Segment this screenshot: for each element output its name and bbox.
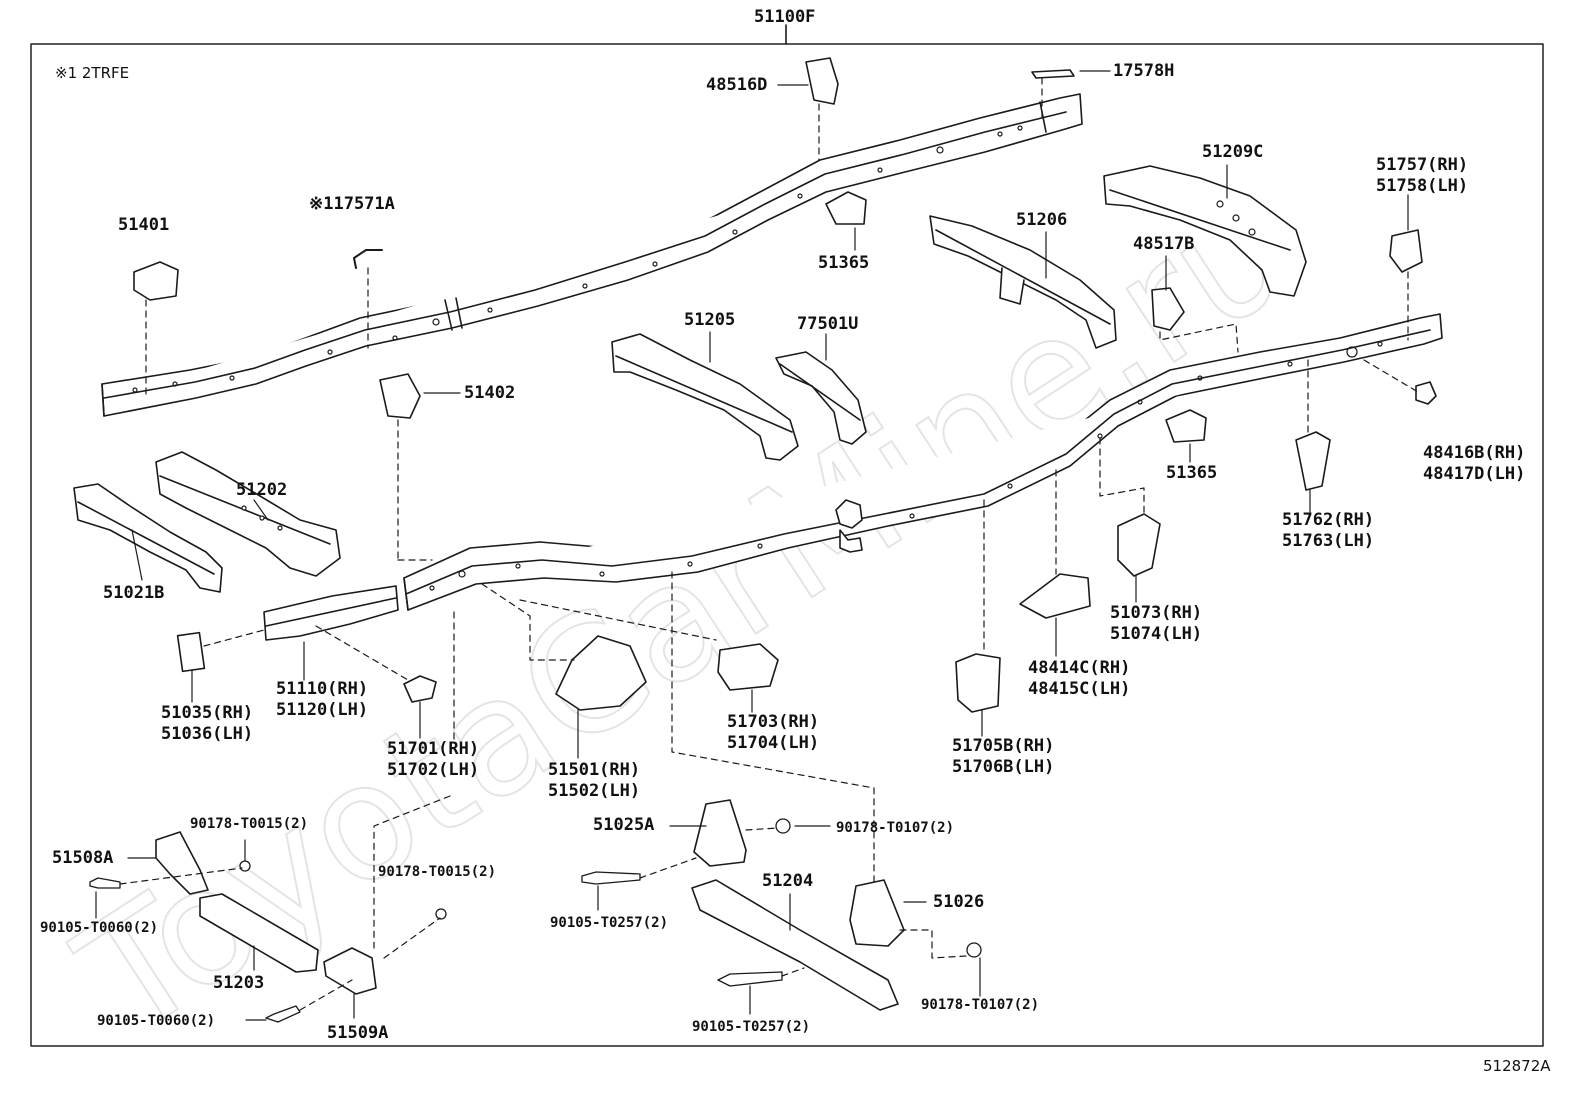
callout-51120[interactable]: 51120(LH) — [276, 700, 369, 720]
callout-51205[interactable]: 51205 — [684, 310, 736, 330]
part-51202 — [155, 451, 341, 577]
callout-51509A[interactable]: 51509A — [327, 1023, 389, 1043]
callout-51035[interactable]: 51035(RH) — [161, 703, 254, 723]
fasteners — [89, 818, 982, 1023]
callout-51203[interactable]: 51203 — [213, 973, 265, 993]
callout-51401[interactable]: 51401 — [118, 215, 170, 235]
callout-48414C[interactable]: 48414C(RH) — [1028, 658, 1131, 678]
callout-90105-T0257-lower[interactable]: 90105-T0257(2) — [692, 1019, 811, 1035]
part-51209C — [1103, 165, 1307, 297]
part-48516D — [805, 57, 839, 105]
leader-lines — [95, 70, 1409, 1021]
part-51402 — [379, 373, 421, 419]
callout-90105-T0060-upper[interactable]: 90105-T0060(2) — [40, 920, 159, 936]
callout-51073[interactable]: 51073(RH) — [1110, 603, 1203, 623]
part-51701 — [403, 675, 437, 703]
callout-51757[interactable]: 51757(RH) — [1376, 155, 1469, 175]
part-51205 — [611, 333, 799, 461]
callout-51365-lower[interactable]: 51365 — [1166, 463, 1218, 483]
callout-90178-T0107-upper[interactable]: 90178-T0107(2) — [836, 820, 955, 836]
callout-51365-upper[interactable]: 51365 — [818, 253, 870, 273]
note-engine-variant: ※1 2TRFE — [55, 64, 130, 82]
callout-51701[interactable]: 51701(RH) — [387, 739, 480, 759]
callout-90178-T0015-lower[interactable]: 90178-T0015(2) — [378, 864, 497, 880]
callout-51702[interactable]: 51702(LH) — [387, 760, 480, 780]
part-51703 — [717, 643, 779, 691]
part-51025A — [693, 799, 747, 867]
callout-48517B[interactable]: 48517B — [1133, 234, 1195, 254]
part-51365-lower — [1165, 409, 1207, 443]
callout-51762[interactable]: 51762(RH) — [1282, 510, 1375, 530]
part-51757 — [1389, 229, 1423, 273]
callout-51402[interactable]: 51402 — [464, 383, 516, 403]
part-17578H — [1031, 69, 1075, 79]
part-51110 — [263, 585, 399, 641]
part-51401 — [133, 261, 179, 301]
callout-90178-T0107-lower[interactable]: 90178-T0107(2) — [921, 997, 1040, 1013]
callout-90105-T0257-upper[interactable]: 90105-T0257(2) — [550, 915, 669, 931]
callout-51206[interactable]: 51206 — [1016, 210, 1068, 230]
callout-51074[interactable]: 51074(LH) — [1110, 624, 1203, 644]
callout-51763[interactable]: 51763(LH) — [1282, 531, 1375, 551]
callout-48417D[interactable]: 48417D(LH) — [1423, 464, 1526, 484]
part-51501 — [555, 635, 647, 711]
part-51026 — [849, 879, 905, 947]
part-51035 — [176, 631, 206, 673]
callout-51100F[interactable]: 51100F — [754, 7, 816, 27]
part-51206 — [929, 215, 1117, 349]
frame-rail-upper — [101, 93, 1083, 417]
callout-17578H[interactable]: 17578H — [1113, 61, 1175, 81]
part-51365-upper — [825, 191, 867, 225]
part-51705B — [955, 653, 1001, 713]
callout-51021B[interactable]: 51021B — [103, 583, 165, 603]
callout-17571A[interactable]: ※117571A — [309, 194, 395, 214]
callout-51204[interactable]: 51204 — [762, 871, 814, 891]
callout-90105-T0060-lower[interactable]: 90105-T0060(2) — [97, 1013, 216, 1029]
callout-51025A[interactable]: 51025A — [593, 815, 655, 835]
callout-51209C[interactable]: 51209C — [1202, 142, 1264, 162]
callout-51202[interactable]: 51202 — [236, 480, 288, 500]
installation-dashed-lines — [119, 77, 1419, 1011]
part-17571A — [353, 249, 383, 269]
callout-51508A[interactable]: 51508A — [52, 848, 114, 868]
part-51203 — [199, 893, 319, 973]
drawing-border — [30, 43, 1544, 1047]
callout-51758[interactable]: 51758(LH) — [1376, 176, 1469, 196]
callout-51703[interactable]: 51703(RH) — [727, 712, 820, 732]
callout-51026[interactable]: 51026 — [933, 892, 985, 912]
callout-51706B[interactable]: 51706B(LH) — [952, 757, 1055, 777]
part-48416B — [1415, 381, 1437, 405]
callout-51705B[interactable]: 51705B(RH) — [952, 736, 1055, 756]
callout-51501[interactable]: 51501(RH) — [548, 760, 641, 780]
illustration-reference-code: 512872A — [1483, 1057, 1551, 1075]
callout-51502[interactable]: 51502(LH) — [548, 781, 641, 801]
callout-90178-T0015-upper[interactable]: 90178-T0015(2) — [190, 816, 309, 832]
callout-48416B[interactable]: 48416B(RH) — [1423, 443, 1526, 463]
callout-48415C[interactable]: 48415C(LH) — [1028, 679, 1131, 699]
callout-51110[interactable]: 51110(RH) — [276, 679, 369, 699]
callout-48516D[interactable]: 48516D — [706, 75, 768, 95]
callout-51704[interactable]: 51704(LH) — [727, 733, 820, 753]
part-48517B — [1151, 287, 1185, 331]
part-51762 — [1295, 431, 1331, 491]
part-51021B — [73, 483, 223, 593]
part-77501U — [775, 351, 867, 445]
callout-51036[interactable]: 51036(LH) — [161, 724, 254, 744]
callout-77501U[interactable]: 77501U — [797, 314, 859, 334]
part-51204 — [691, 879, 899, 1011]
part-48414C — [1019, 573, 1091, 619]
part-51508A — [155, 831, 209, 895]
part-51073 — [1117, 513, 1161, 577]
frame-rail-lower — [403, 313, 1443, 611]
part-51509A — [323, 947, 377, 995]
